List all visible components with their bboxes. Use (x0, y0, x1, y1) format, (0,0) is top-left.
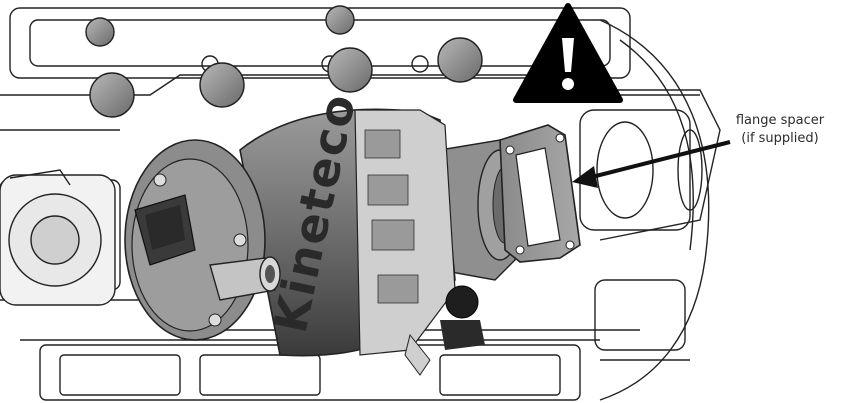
alternator (0, 169, 116, 306)
flange-spacer-plate (499, 124, 581, 263)
warning-triangle-icon (513, 3, 623, 103)
callout-arrow (572, 140, 731, 188)
flange-spacer-callout: flange spacer (if supplied) (715, 112, 844, 148)
callout-line-2: (if supplied) (741, 131, 819, 146)
callout-line-1: flange spacer (735, 113, 825, 128)
